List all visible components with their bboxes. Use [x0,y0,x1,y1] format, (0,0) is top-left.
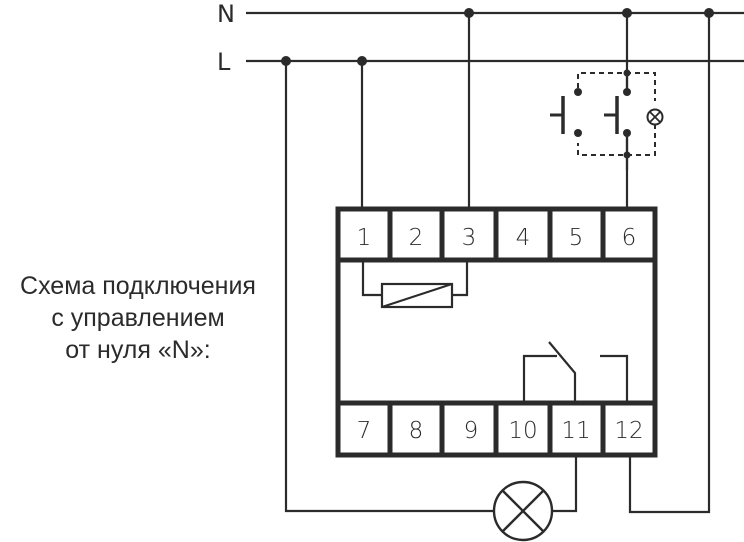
relay-contact-icon [522,341,629,401]
terminal-10: 10 [508,418,537,444]
terminal-8: 8 [409,418,424,444]
terminal-1: 1 [357,225,372,251]
terminal-5: 5 [569,225,584,251]
wire-n-to-t12 [628,13,711,514]
terminal-9: 9 [464,418,479,444]
terminal-2: 2 [409,225,424,251]
bus-label-l: L [217,48,231,76]
pushbutton-icon [550,88,582,137]
terminal-11: 11 [561,418,590,444]
caption-line-1: Схема подключения [20,272,256,300]
wire-l-to-lamp [284,61,494,513]
caption-line-2: с управлением [51,304,225,332]
pushbutton-icon [604,88,631,137]
terminal-4: 4 [516,225,531,251]
terminal-3: 3 [462,225,477,251]
caption-line-3: от нуля «N»: [65,336,211,364]
terminal-6: 6 [622,225,637,251]
indicator-lamp-icon [646,108,664,126]
diagram-caption: Схема подключения с управлением от нуля … [0,270,276,366]
lamp-icon [492,480,554,542]
terminal-7: 7 [357,418,372,444]
wire-lamp-to-t11 [553,456,578,513]
terminal-12: 12 [614,418,643,444]
relay-coil-icon [361,262,469,309]
bus-label-n: N [217,0,235,28]
